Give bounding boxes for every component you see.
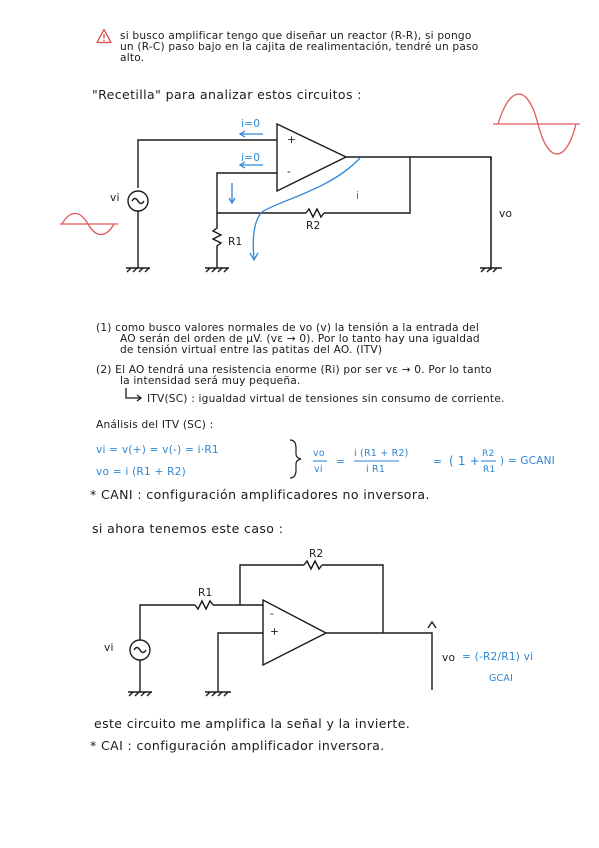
heading-new-case: si ahora tenemos este caso : [92,521,284,536]
circuit1-vo: vo [499,208,513,220]
equals-2: = [433,456,443,468]
equation-1: vi = v(+) = v(-) = i·R1 [96,444,219,456]
current-label-plus: i=0 [241,118,261,130]
circuit2-vo: vo [442,652,456,664]
conclusion: este circuito me amplifica la señal y la… [94,716,411,731]
ratio-den: vi [314,464,323,475]
item2-line2: la intensidad será muy pequeña. [120,375,301,387]
note-line-2: un (R-C) paso bajo en la cajita de reali… [120,41,479,53]
equation-2: vo = i (R1 + R2) [96,466,186,478]
circuit2-formula: = (-R2/R1) vi [462,651,534,663]
result-num: R2 [482,449,495,459]
note-line-1: si busco amplificar tengo que diseñar un… [120,30,472,42]
result-right: ) = GCANI [500,455,555,467]
cani-note: * CANI : configuración amplificadores no… [90,487,430,502]
frac-den: i R1 [366,464,386,475]
circuit2-gain: GCAI [489,673,514,684]
opamp1-plus: + [287,134,297,146]
opamp2-minus: - [270,608,275,620]
cai-note: * CAI : configuración amplificador inver… [90,738,385,753]
circuit2-r2: R2 [309,548,324,560]
circuit1-r2: R2 [306,220,321,232]
item2-line3: ITV(SC) : igualdad virtual de tensiones … [147,393,505,405]
ratio-num: vo [313,448,325,459]
item1-line3: de tensión virtual entre las patitas del… [120,344,383,356]
circuit1-r1: R1 [228,236,243,248]
current-label-minus: i=0 [241,152,261,164]
result-left: ( 1 + [449,454,480,468]
item1-line2: AO serán del orden de μV. (vε → 0). Por … [120,333,480,345]
circuit1-current-i: i [356,190,360,202]
item1-line1: (1) como busco valores normales de vo (v… [96,322,480,334]
analysis-title: Análisis del ITV (SC) : [96,419,214,431]
result-den: R1 [483,465,496,475]
circuit2-vi: vi [104,642,114,654]
item2-line1: (2) El AO tendrá una resistencia enorme … [96,364,492,376]
note-line-3: alto. [120,52,145,64]
circuit2-r1: R1 [198,587,213,599]
heading-recipe: "Recetilla" para analizar estos circuito… [92,87,362,102]
frac-num: i (R1 + R2) [354,448,409,459]
opamp2-plus: + [270,626,280,638]
warning-icon [96,28,112,44]
equals-1: = [336,456,346,468]
opamp1-minus: - [287,166,292,178]
circuit1-vi: vi [110,192,120,204]
